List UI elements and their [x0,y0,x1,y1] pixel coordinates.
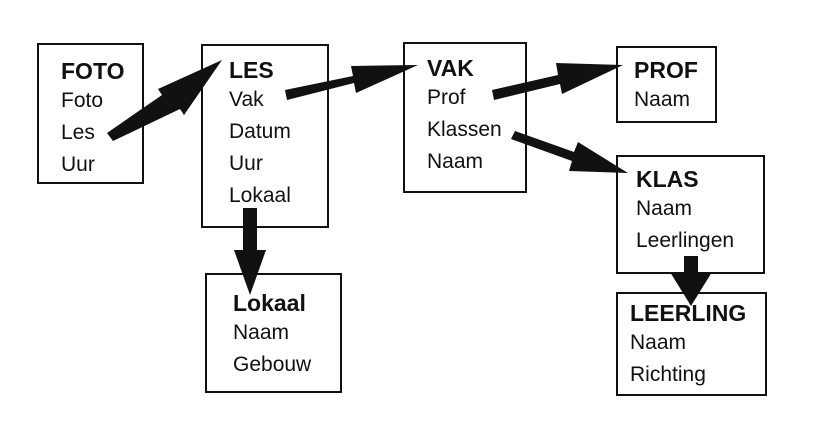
entity-title: LEERLING [630,300,747,326]
entity-title: PROF [634,57,698,83]
field-richting: Richting [630,363,706,386]
arrow-vak-klas [511,131,628,173]
entity-foto: FOTO Foto Les Uur [37,43,144,184]
field-les: Les [61,121,95,144]
entity-vak: VAK Prof Klassen Naam [403,42,527,193]
field-naam: Naam [636,197,693,220]
entity-title: KLAS [636,166,699,192]
entity-prof: PROF Naam [616,46,717,123]
field-naam: Naam [630,331,687,354]
entity-lokaal: Lokaal Naam Gebouw [205,273,342,393]
field-foto: Foto [61,89,104,112]
field-naam: Naam [634,88,691,111]
entity-klas: KLAS Naam Leerlingen [616,155,765,274]
entity-title: Lokaal [233,290,306,316]
entity-title: LES [229,57,274,83]
entity-leerling: LEERLING Naam Richting [616,292,767,396]
field-datum: Datum [229,120,291,143]
field-naam: Naam [233,321,290,344]
field-uur: Uur [229,152,263,175]
entity-title: VAK [427,55,474,81]
field-leerlingen: Leerlingen [636,229,735,252]
field-klassen: Klassen [427,118,502,141]
field-naam: Naam [427,150,484,173]
field-lokaal: Lokaal [229,184,291,207]
field-vak: Vak [229,88,264,111]
field-gebouw: Gebouw [233,353,312,376]
entity-title: FOTO [61,58,125,84]
field-prof: Prof [427,86,466,109]
field-uur: Uur [61,153,95,176]
entity-les: LES Vak Datum Uur Lokaal [201,44,329,228]
